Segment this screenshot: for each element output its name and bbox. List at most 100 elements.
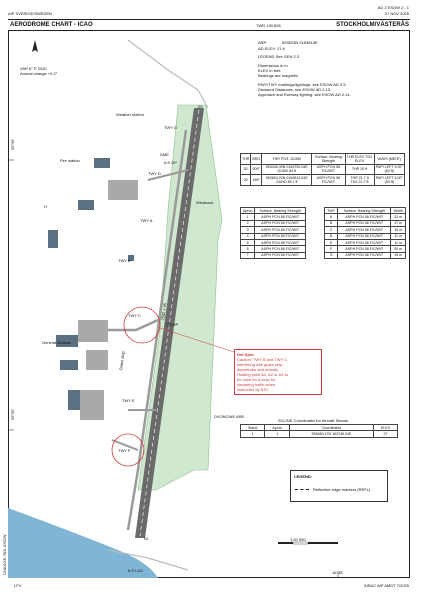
apron-3 [108, 180, 138, 200]
label-rwy-02: 02 [144, 536, 149, 541]
reflective-marker-icon [295, 489, 309, 490]
stands-cell: 593460.17N 163746.04E [288, 430, 375, 438]
aerodrome-name: STOCKHOLM/VÄSTERÅS [336, 22, 409, 28]
south-road [107, 549, 189, 571]
hotspot-line: departing traffic when [237, 382, 276, 387]
note-line2: Declared Distances, see ESOW AD 2.13. [258, 87, 332, 92]
stands-cell: 1 [264, 430, 290, 438]
grid-n2: 59°35' [10, 408, 15, 420]
stands-table-header: Stand Apron Coordinates ELEV [239, 423, 398, 432]
rwy-cell: 02 [239, 163, 252, 176]
scale-bar-alt [292, 541, 309, 545]
twy-cell: 15 m [390, 251, 406, 260]
twy-link-1 [147, 169, 189, 181]
publisher-label: AIP SVERIGE/SWEDEN [8, 11, 52, 16]
legend-title: LEGEND: [294, 474, 312, 479]
label-twy-b: TWY B [118, 258, 131, 263]
legend-see: LEGEND See GEN 2.3 [258, 54, 300, 59]
note-line1: RWY/TWY markings/lightings, see ESOW AD … [258, 82, 347, 87]
stands-th: ELEV [373, 423, 398, 432]
rwy-th-surface: Surface, Bearing Strength [311, 153, 346, 165]
footer-left: LFV [14, 583, 22, 588]
label-ils-gp: ILS GP [164, 160, 177, 165]
label-general-aviation: General Aviation [42, 340, 72, 345]
label-windsock: Windsock [196, 200, 214, 205]
legend-box: LEGEND: Reflective edge markers (REFL) [290, 470, 388, 502]
hotspot-line: Caution! TWY B and TWY C [237, 357, 288, 362]
hangar-4 [78, 200, 94, 210]
label-ils-loc: ILS LOC [128, 568, 144, 573]
tower [128, 255, 134, 261]
hotspot-line: departures and arrivals. [237, 367, 280, 372]
var-line1: VAR 6° E 2020 [20, 66, 47, 71]
header-rule [8, 19, 410, 20]
arp-label: ARP: [258, 40, 268, 45]
hotspot-line: Holding point A1, A2 or A3 to [237, 372, 288, 377]
twy-cell: ASPH PCN 58 F/C/W/T [337, 251, 392, 260]
stands-cell: 27 [373, 430, 398, 438]
stands-table: Stand Apron Coordinates ELEV 1 1 593460.… [239, 423, 398, 438]
page-date: 27 NOV 2025 [384, 11, 409, 16]
rwy-th-pos: THR POS, GUND [261, 153, 313, 165]
runway-02-20 [135, 108, 204, 538]
stands-table-title: SCL/NE Coordinates for Aircraft Stands [278, 418, 349, 423]
apron-cell: ASPH PCN 58 F/C/W/T [254, 251, 306, 260]
lake-water [8, 508, 158, 578]
rwy-cell: PAPI LEFT 3.00° (54 ft) [373, 163, 406, 176]
twr-frequency: TWR 130.605 [256, 23, 281, 28]
arp-value: 593523N 0163815E [282, 40, 318, 45]
label-svn-area: DVONCINE ARE. [214, 414, 246, 419]
hangar-2 [68, 390, 80, 410]
hotspot-circle-1 [123, 306, 161, 344]
north-road [127, 39, 209, 109]
rwy-th-thr: THR [239, 153, 252, 165]
hangar-3 [94, 158, 110, 168]
dims-line3: Bearings are magnetic. [258, 73, 300, 78]
arp-symbol-icon [165, 322, 171, 328]
rwy-cell: THR 21.7 ft TDZ 21.7 ft [344, 174, 375, 186]
label-fire-station: Fire station [60, 158, 80, 163]
rwy-cell: ASPH PCN 58 F/C/W/T [311, 174, 346, 186]
apron-4 [80, 390, 104, 420]
hotspot-circle-2 [111, 433, 145, 467]
dims-line1: Dimensions in m. [258, 63, 289, 68]
rwy-th-vasis: VASIS (MEHT) [373, 153, 406, 165]
chart-title: AERODROME CHART - ICAO [10, 22, 93, 28]
var-line2: Annual change +0.2° [20, 71, 58, 76]
apron-2 [86, 350, 108, 370]
rwy-cell: ASPH PCN 58 F/C/W/T [311, 163, 346, 176]
label-twy-e: TWY E [122, 398, 135, 403]
label-heliport: H [44, 204, 47, 209]
label-dme: DME [160, 152, 169, 157]
table-row: 02 009° 593440.49N 0163752.04E GUND 84 f… [239, 163, 406, 176]
terminal-building [56, 335, 78, 347]
rwy-cell: 593604.22N 0163813.81E GUND 85.7 ft [261, 174, 313, 186]
footer-right: AIRAC AIP AMDT 7/2025 [364, 583, 409, 588]
rwy-th-brg: BRG [250, 153, 263, 165]
label-weather-station: Weather station [116, 112, 144, 117]
hangar-5 [48, 230, 58, 248]
hotspot-line: interfering with grass strip [237, 362, 283, 367]
twy-a-parallel [126, 129, 188, 531]
dims-line2: ELEV in feet. [258, 68, 282, 73]
scale-text: 1:20 000 [290, 537, 306, 542]
apron-cell: 7 [239, 251, 256, 260]
rwy-cell: 20 [239, 174, 252, 186]
label-twy-d: TWY D [148, 171, 161, 176]
twy-link-3 [111, 439, 139, 451]
label-twy-g: TWY G [164, 125, 178, 130]
rwy-cell: 189° [250, 174, 263, 186]
rwy-cell: 593440.49N 0163752.04E GUND 84 ft [261, 163, 313, 176]
rwy-cell: PAPI LEFT 3.00° (59 ft) [373, 174, 406, 186]
frame [8, 30, 410, 578]
hotspot-note: Hot Spot Caution! TWY B and TWY C interf… [234, 349, 322, 395]
stands-th: Coordinates [288, 423, 375, 432]
runway-table-header: THR BRG THR POS, GUND Surface, Bearing S… [239, 153, 406, 165]
page-ref: AD 2 ESOW 2 - 1 [377, 5, 409, 10]
label-arp: ARP [170, 322, 179, 327]
runway-table: THR BRG THR POS, GUND Surface, Bearing S… [239, 153, 406, 186]
table-row: 20 189° 593604.22N 0163813.81E GUND 85.7… [239, 174, 406, 186]
aerodrome-map [8, 39, 339, 578]
